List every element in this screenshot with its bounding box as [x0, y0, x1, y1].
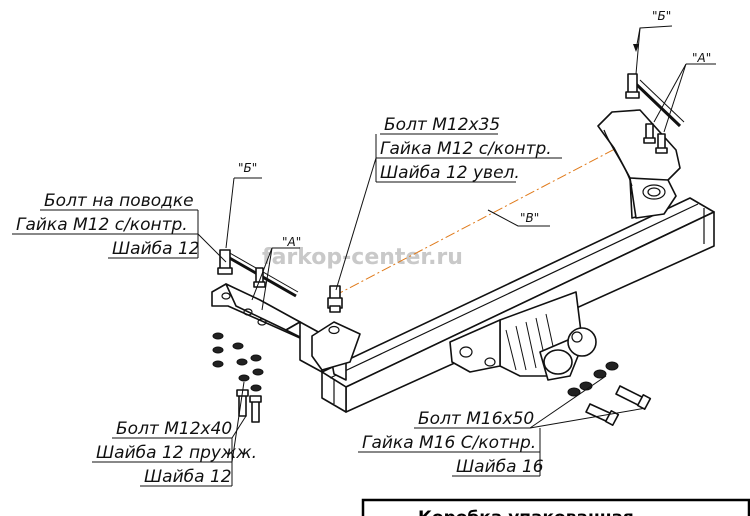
callout-center-line-3: Шайба 12 увел. — [380, 163, 520, 183]
bolts-a-top-right — [643, 123, 668, 154]
tow-ball-hitch — [449, 291, 597, 381]
callout-left-line-2: Гайка М12 с/контр. — [16, 215, 188, 235]
packaged-box-frame: Коробка упакованная — [361, 498, 750, 516]
reference-line-v — [333, 127, 656, 297]
marker-b-left: "Б" — [238, 161, 257, 175]
callout-bottom-left: Болт М12х40 Шайба 12 пружж. Шайба 12 — [92, 381, 257, 487]
callout-bottom-right-line-2: Гайка М16 С/котнр. — [362, 433, 536, 453]
packaged-box-title: Коробка упакованная — [418, 508, 634, 516]
callout-bottom-right-line-3: Шайба 16 — [456, 457, 544, 477]
crossbar-beam — [321, 197, 715, 413]
bolt-top-right — [625, 73, 685, 128]
marker-b-top: "Б" — [652, 9, 671, 23]
marker-a-top: "А" — [692, 51, 711, 65]
center-mounting-plate — [311, 321, 361, 371]
callout-bottom-left-line-2: Шайба 12 пружж. — [96, 443, 257, 463]
watermark-text: farkop-center.ru — [262, 245, 463, 270]
callout-bottom-right: Болт М16х50 Гайка М16 С/котнр. Шайба 16 — [358, 375, 647, 477]
callout-center-line-2: Гайка М12 с/контр. — [380, 139, 552, 159]
callout-center-line-1: Болт М12х35 — [384, 115, 500, 135]
callout-bottom-right-line-1: Болт М16х50 — [418, 409, 534, 429]
callout-bottom-left-line-3: Шайба 12 — [144, 467, 232, 487]
bolt-m12x35 — [327, 285, 343, 313]
callout-left: Болт на поводке Гайка М12 с/контр. Шайба… — [12, 191, 227, 263]
marker-a-left: "А" — [282, 235, 301, 249]
marker-v-mid: "В" — [520, 211, 539, 225]
bolts-m16x50 — [567, 361, 652, 426]
callout-left-line-3: Шайба 12 — [112, 239, 200, 259]
tow-ball — [567, 327, 597, 357]
bolts-a-left — [253, 267, 266, 288]
callout-center: Болт М12х35 Гайка М12 с/контр. Шайба 12 … — [335, 115, 562, 291]
callout-bottom-left-line-1: Болт М12х40 — [116, 419, 232, 439]
nuts-washers-lower-left — [212, 332, 264, 392]
callout-left-line-1: Болт на поводке — [44, 191, 194, 211]
left-mounting-bracket — [211, 283, 347, 381]
right-mounting-bracket — [597, 109, 681, 219]
